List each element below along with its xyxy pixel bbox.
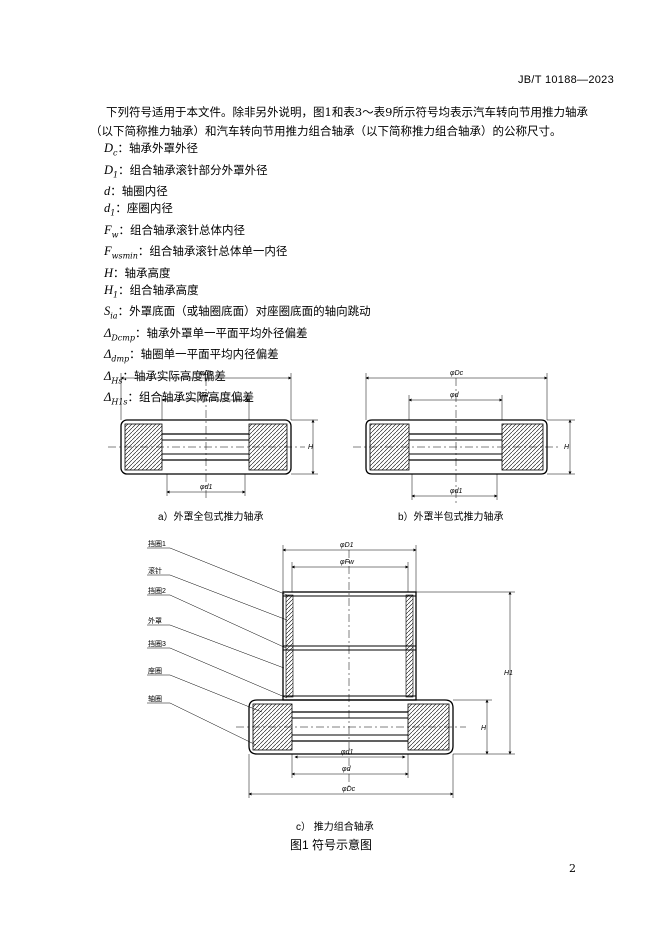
dim-c-d1-outer: φD1 xyxy=(340,542,354,549)
dim-c-fw: φFw xyxy=(340,559,355,566)
dim-a-h: H xyxy=(308,444,314,451)
symbol-subscript: 1 xyxy=(113,169,119,179)
symbol-item: H1：组合轴承高度 xyxy=(104,282,199,300)
symbol-subscript: wsmin xyxy=(111,251,138,261)
figure-1: φDc φd φd1 H φDc φd φd1 H xyxy=(108,370,575,798)
figure-title: 图1 符号示意图 xyxy=(289,838,372,852)
diagram-c xyxy=(147,545,515,798)
page-number: 2 xyxy=(569,862,576,875)
part-label-7: 轴圈 xyxy=(148,694,162,703)
caption-c: c） 推力组合轴承 xyxy=(296,822,374,833)
part-label-4: 外罩 xyxy=(148,616,162,625)
symbol-item: Fwsmin：组合轴承滚针总体单一内径 xyxy=(104,244,288,261)
symbol-description: 组合轴承滚针部分外罩外径 xyxy=(129,162,268,177)
dim-a-d: φd xyxy=(200,392,210,399)
symbol-description: 座圈内径 xyxy=(126,201,173,216)
dim-c-d1: φd1 xyxy=(341,749,353,756)
symbol-item: Fw：组合轴承滚针总体内径 xyxy=(104,222,245,239)
symbol-letter: H xyxy=(104,265,114,280)
symbol-item: H：轴承高度 xyxy=(104,265,171,280)
dim-c-dc: φDc xyxy=(342,786,356,793)
symbol-letter: Δ xyxy=(104,347,112,362)
symbol-item: D1：组合轴承滚针部分外罩外径 xyxy=(104,162,268,179)
standard-number: JB/T 10188—2023 xyxy=(517,74,614,86)
symbol-subscript: 1 xyxy=(110,208,116,218)
symbol-item: d：轴圈内径 xyxy=(104,184,168,198)
symbol-letter: D xyxy=(104,141,114,155)
symbol-description: 组合轴承滚针总体单一内径 xyxy=(149,244,288,259)
part-label-2: 滚针 xyxy=(148,566,162,575)
symbol-item: ΔDcmp：轴承外罩单一平面平均外径偏差 xyxy=(104,325,308,343)
dim-b-d1: φd1 xyxy=(450,488,462,495)
symbol-item: d1：座圈内径 xyxy=(104,201,173,218)
symbol-subscript: H1s xyxy=(111,397,128,407)
symbol-letter: Δ xyxy=(104,325,112,340)
symbol-subscript: ia xyxy=(110,311,118,321)
symbol-letter: S xyxy=(104,304,111,319)
dim-b-h: H xyxy=(564,444,570,451)
symbol-letter: F xyxy=(104,222,112,237)
symbol-description: 轴承外罩单一平面平均外径偏差 xyxy=(146,325,308,340)
diagram-a xyxy=(108,373,318,500)
symbol-subscript: Hs xyxy=(111,376,123,386)
symbol-letter: F xyxy=(104,244,112,259)
caption-a: a）外罩全包式推力轴承 xyxy=(158,512,264,523)
symbol-description: 组合轴承滚针总体内径 xyxy=(130,222,245,237)
caption-b: b）外罩半包式推力轴承 xyxy=(398,512,504,523)
part-label-1: 挡圈1 xyxy=(148,539,166,548)
dim-a-d1: φd1 xyxy=(200,484,212,491)
symbol-description: 轴圈内径 xyxy=(121,184,168,198)
part-label-3: 挡圈2 xyxy=(148,586,166,595)
diagram-b xyxy=(353,373,575,505)
intro-paragraph: 下列符号适用于本文件。除非另外说明，图1和表3～表9所示符号均表示汽车转向节用推… xyxy=(90,105,588,138)
dim-b-d: φd xyxy=(450,392,460,399)
symbol-description: 外罩底面（或轴圈底面）对座圈底面的轴向跳动 xyxy=(129,304,371,319)
symbol-letter: D xyxy=(104,162,114,177)
symbol-description: 轴承外罩外径 xyxy=(129,141,199,155)
symbol-letter: d xyxy=(104,201,111,216)
symbol-letter: Δ xyxy=(104,368,112,383)
dim-a-dc: φDc xyxy=(200,370,214,377)
dim-c-d: φd xyxy=(342,766,352,773)
symbol-item: Sia：外罩底面（或轴圈底面）对座圈底面的轴向跳动 xyxy=(104,304,371,321)
part-label-5: 挡圈3 xyxy=(148,639,166,648)
symbol-description: 组合轴承高度 xyxy=(129,282,199,297)
symbol-letter: H xyxy=(104,282,114,297)
symbol-letter: Δ xyxy=(104,390,112,405)
symbol-description: 轴承高度 xyxy=(124,265,171,280)
symbol-subscript: Dcmp xyxy=(111,333,135,343)
symbol-subscript: c xyxy=(113,148,118,158)
symbol-subscript: 1 xyxy=(113,290,119,300)
dim-c-h: H xyxy=(481,725,487,732)
symbol-item: Δdmp：轴圈单一平面平均内径偏差 xyxy=(104,347,279,364)
part-label-6: 座圈 xyxy=(148,666,162,675)
symbol-item: Dc：轴承外罩外径 xyxy=(104,141,199,158)
symbol-letter: d xyxy=(104,184,111,198)
dim-b-dc: φDc xyxy=(450,370,464,377)
dim-c-h1: H1 xyxy=(504,670,513,677)
symbol-subscript: w xyxy=(111,230,119,239)
symbol-subscript: dmp xyxy=(111,354,130,364)
symbol-description: 轴圈单一平面平均内径偏差 xyxy=(140,347,279,362)
